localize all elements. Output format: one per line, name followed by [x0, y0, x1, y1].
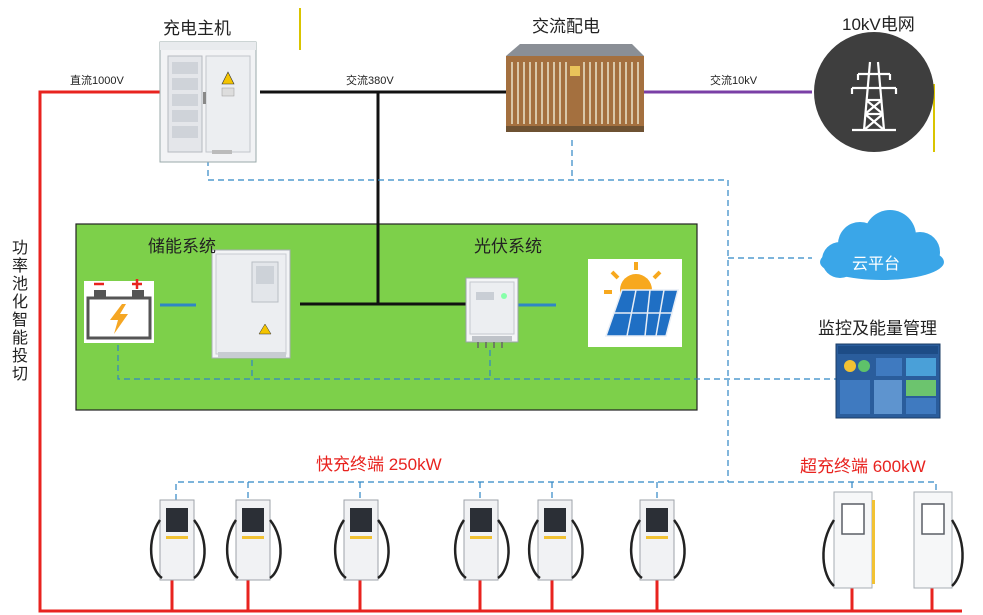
ac10k-line-label: 交流10kV [710, 75, 758, 87]
cloud-label: 云平台 [852, 256, 901, 273]
pv-inverter [465, 277, 519, 348]
dc-power-lines [38, 90, 962, 613]
fast-terminal-label: 快充终端 250kW [316, 455, 442, 474]
monitor-screen [835, 343, 941, 419]
fast-charger-3 [333, 499, 390, 581]
pv-label: 光伏系统 [474, 237, 542, 256]
fast-charger-6 [629, 499, 686, 581]
box-transformer [506, 44, 644, 132]
grid-tower-icon [814, 32, 934, 152]
super-terminal-label: 超充终端 600kW [800, 457, 926, 476]
dc-line-label: 直流1000V [70, 75, 124, 87]
charger-host-label: 充电主机 [163, 19, 231, 38]
fast-charger-1 [149, 499, 206, 581]
grid-label: 10kV电网 [842, 15, 915, 34]
side-label: 功率池化智能投切 [11, 240, 28, 383]
storage-label: 储能系统 [148, 237, 216, 256]
super-charger-2 [913, 491, 964, 589]
fast-charger-2 [225, 499, 282, 581]
ac380-lines [260, 90, 506, 306]
super-charger-1 [822, 491, 875, 589]
fast-charger-4 [453, 499, 510, 581]
charger-host-cabinet [159, 41, 257, 163]
storage-cabinet [211, 249, 291, 359]
solar-panel-icon [588, 259, 682, 347]
fast-charger-5 [527, 499, 584, 581]
battery-icon [84, 279, 154, 343]
comm-lines [117, 140, 937, 500]
monitor-label: 监控及能量管理 [818, 319, 937, 338]
cloud-icon [820, 210, 944, 280]
ac-distribution-label: 交流配电 [532, 17, 600, 36]
ac380-line-label: 交流380V [346, 75, 394, 87]
